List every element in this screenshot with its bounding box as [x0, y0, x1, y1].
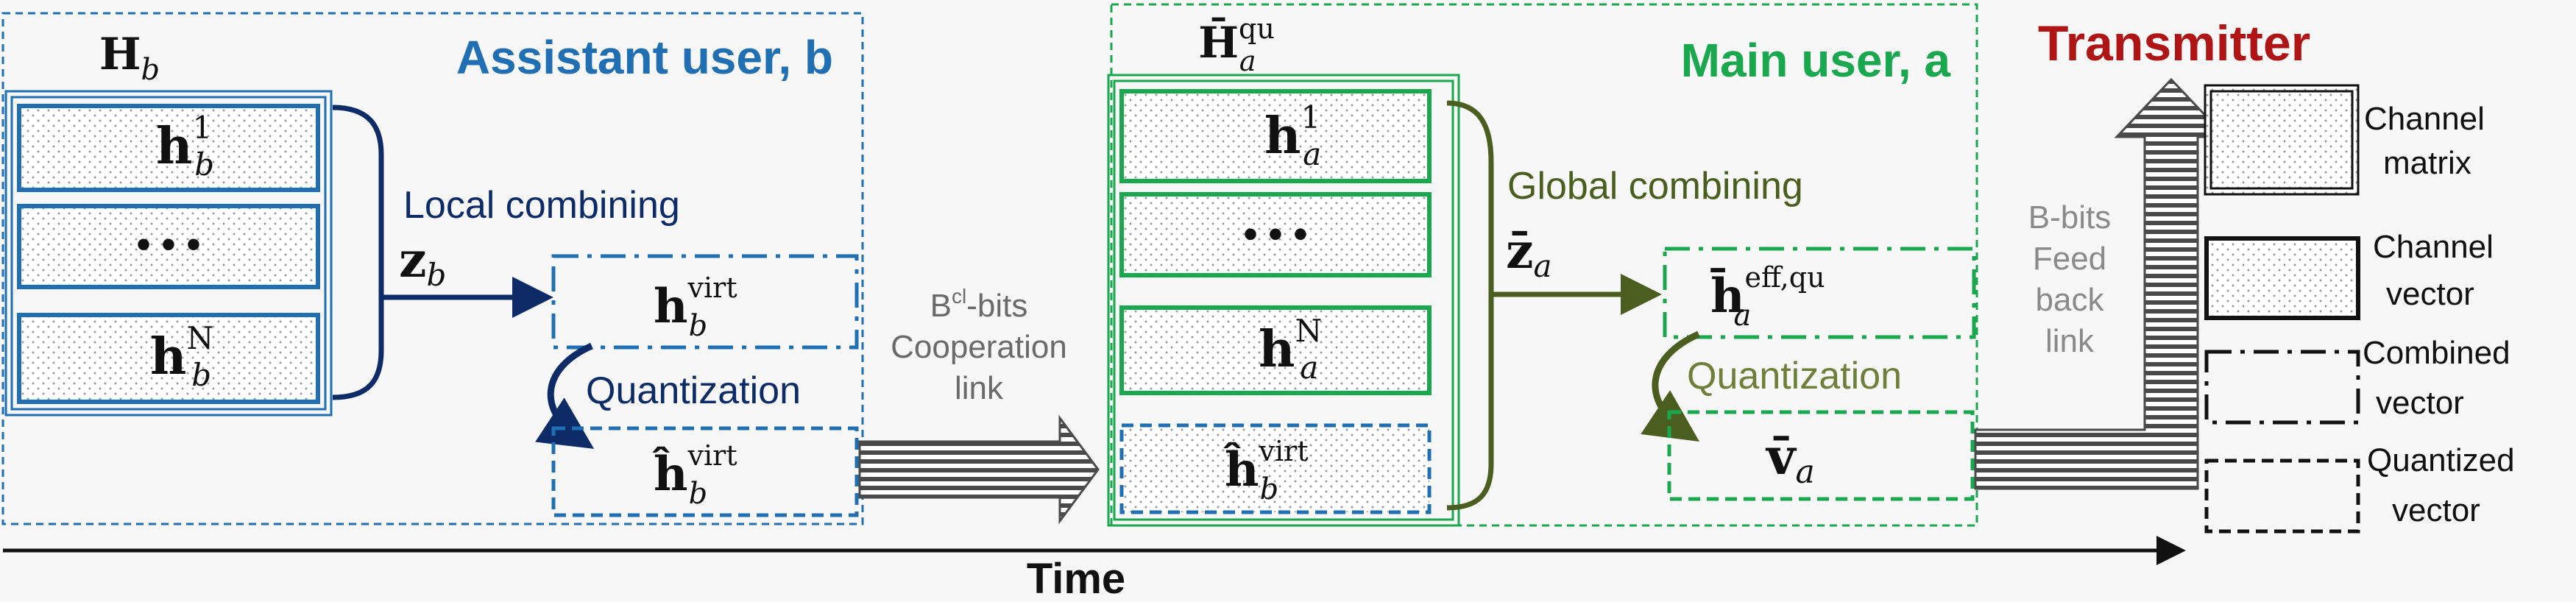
assistant-quantization-arrow — [535, 342, 595, 449]
main-quantized-vector — [1667, 410, 1975, 501]
legend-3-line1: Quantized — [2367, 442, 2515, 478]
main-vector-ellipsis — [1119, 192, 1432, 277]
main-quantization-arrow — [1641, 330, 1700, 442]
assistant-ellipsis: • • • — [137, 222, 201, 266]
local-combining-label: Local combining — [403, 184, 680, 227]
main-z-label: z̄a — [1506, 222, 1552, 284]
main-vector-hN — [1119, 305, 1432, 395]
time-label: Time — [1027, 555, 1125, 602]
legend-quantized-vector — [2204, 458, 2360, 534]
legend-1-line1: Channel — [2373, 229, 2494, 265]
assistant-channel-matrix — [4, 90, 333, 417]
main-user-region — [1110, 3, 1978, 527]
coop-link-line3: link — [955, 370, 1004, 406]
coop-link-line1: Bcl-bits — [930, 285, 1028, 324]
main-ellipsis: • • • — [1244, 212, 1308, 256]
legend-2-line1: Combined — [2363, 335, 2510, 371]
assistant-user-region — [1, 12, 864, 525]
legend-combined-vector — [2204, 350, 2360, 425]
assistant-combining-bracket — [332, 105, 384, 400]
assistant-z-label: zb — [399, 231, 446, 293]
assistant-title: Assistant user, b — [456, 31, 833, 84]
legend-1-line2: vector — [2386, 276, 2474, 312]
global-combining-label: Global combining — [1507, 165, 1803, 208]
transmitter-label: Transmitter — [2038, 15, 2310, 71]
feedback-link-arrow — [1974, 77, 2229, 490]
main-vector-virt-hat — [1119, 423, 1432, 514]
assistant-vector-h1 — [17, 104, 320, 192]
cooperation-link-arrow — [858, 414, 1100, 525]
main-quantization-label: Quantization — [1687, 355, 1902, 397]
legend-2-line2: vector — [2376, 385, 2464, 421]
coop-link-line2: Cooperation — [891, 329, 1067, 365]
feedback-line2: Feed — [2033, 241, 2106, 277]
main-combined-vector — [1663, 247, 1976, 339]
legend-channel-matrix — [2204, 84, 2360, 196]
feedback-line1: B-bits — [2028, 199, 2111, 236]
assistant-combined-vector — [551, 254, 859, 350]
main-vector-h1 — [1119, 89, 1432, 183]
legend-3-line2: vector — [2392, 492, 2480, 528]
legend-channel-vector — [2204, 236, 2360, 320]
assistant-matrix-label: Hb — [99, 29, 160, 87]
assistant-quantization-label: Quantization — [586, 369, 801, 412]
main-channel-matrix — [1107, 74, 1460, 527]
legend-0-line2: matrix — [2383, 145, 2471, 181]
assistant-quantized-vector — [551, 426, 859, 517]
assistant-vector-ellipsis — [17, 204, 320, 289]
feedback-line3: back — [2036, 282, 2105, 318]
main-title: Main user, a — [1681, 34, 1951, 87]
legend-0-line1: Channel — [2364, 101, 2485, 137]
main-combining-bracket — [1446, 100, 1494, 511]
main-v-label: v̄a — [1765, 428, 1815, 491]
feedback-line4: link — [2045, 323, 2095, 359]
assistant-vector-hN — [17, 313, 320, 404]
